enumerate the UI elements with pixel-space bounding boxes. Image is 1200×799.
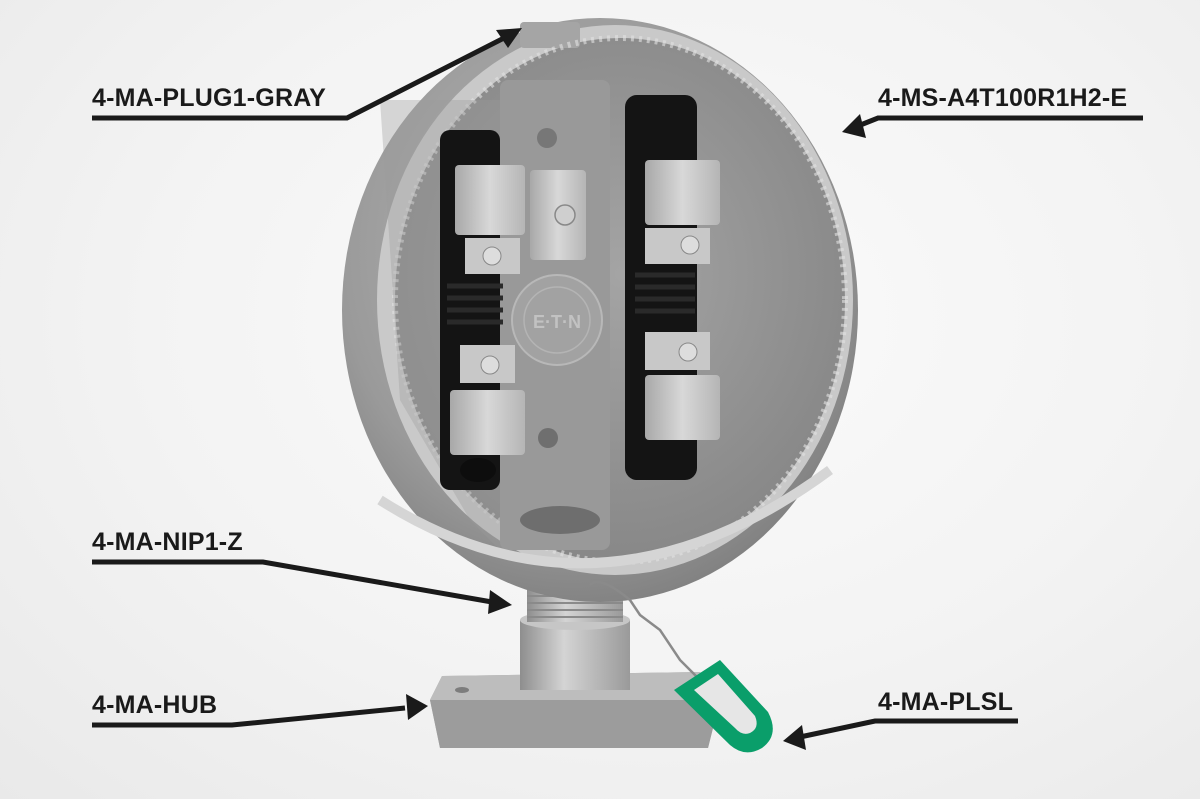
callout-label-seal: 4-MA-PLSL: [878, 688, 1014, 716]
arrow-icon-seal: [783, 725, 806, 750]
arrow-icon-plug: [496, 28, 522, 48]
callout-label-nipple: 4-MA-NIP1-Z: [92, 528, 243, 556]
callout-label-hub: 4-MA-HUB: [92, 691, 218, 719]
meter-socket: E·T·N: [342, 18, 858, 602]
seal-tag: [589, 580, 773, 753]
callout-label-plug: 4-MA-PLUG1-GRAY: [92, 84, 327, 112]
arrowheads: [406, 28, 866, 750]
arrow-icon-nipple: [488, 590, 512, 614]
callout-label-socket: 4-MS-A4T100R1H2-E: [878, 84, 1128, 112]
hub: [430, 610, 720, 748]
callout-lines: [92, 33, 1143, 740]
arrow-icon-hub: [406, 694, 428, 720]
brand-mark: E·T·N: [533, 312, 581, 332]
arrow-icon-socket: [842, 114, 866, 138]
